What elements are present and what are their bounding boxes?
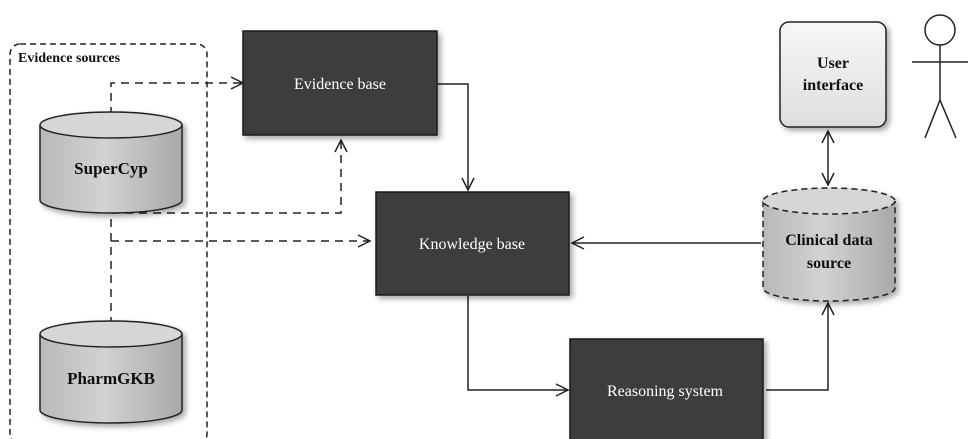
supercyp-cylinder-body	[39, 125, 183, 214]
arrowhead-reasoning	[555, 383, 570, 397]
knowledge-base-label: Knowledge base	[419, 236, 525, 253]
user-interface-node: User interface	[779, 21, 887, 128]
arrowhead-evidence-from-pharmgkb	[334, 138, 348, 153]
clinical-label-line1: Clinical data	[785, 232, 873, 249]
user-interface-label-line1: User	[817, 55, 849, 72]
user-left-leg	[924, 99, 941, 139]
evidence-base-label: Evidence base	[294, 76, 386, 93]
user-interface-label-line2: interface	[803, 77, 863, 94]
pharmgkb-database: PharmGKB	[39, 320, 183, 424]
evidence-base-box	[242, 30, 438, 136]
edge-evidence-knowledge	[437, 83, 469, 190]
user-interface-box	[779, 21, 887, 128]
edge-pharmgkb-evidence	[110, 140, 342, 241]
reasoning-system-label: Reasoning system	[607, 383, 724, 400]
edge-knowledge-reasoning	[467, 296, 568, 391]
evidence-sources-title: Evidence sources	[18, 51, 121, 66]
arrowhead-knowledge-from-clinical	[570, 236, 585, 250]
clinical-cylinder-top	[762, 187, 896, 215]
user-figure-icon	[912, 14, 968, 139]
clinical-label-line2: source	[807, 255, 851, 272]
arrowhead-knowledge-from-evidence	[461, 177, 475, 192]
reasoning-system-node: Reasoning system	[569, 338, 764, 439]
evidence-sources-border	[9, 43, 208, 439]
supercyp-label: SuperCyp	[74, 159, 148, 178]
pharmgkb-cylinder-body	[39, 334, 183, 424]
user-head	[924, 14, 956, 46]
supercyp-cylinder-top	[39, 111, 183, 139]
evidence-sources-group: Evidence sources	[9, 43, 208, 439]
arrowhead-ui	[821, 129, 835, 144]
supercyp-database: SuperCyp	[39, 111, 183, 214]
arrowhead-knowledge-from-pharmgkb	[357, 234, 372, 248]
user-right-leg	[939, 99, 957, 139]
pharmgkb-cylinder-top	[39, 320, 183, 348]
knowledge-base-box	[375, 191, 570, 296]
evidence-base-node: Evidence base	[242, 30, 438, 136]
connectors	[110, 76, 835, 397]
knowledge-base-node: Knowledge base	[375, 191, 570, 296]
edge-reasoning-clinical	[766, 303, 829, 391]
edge-pharmgkb-knowledge	[110, 240, 370, 325]
arrowhead-clinical-from-ui	[821, 172, 835, 187]
pharmgkb-label: PharmGKB	[67, 369, 155, 388]
reasoning-system-box	[569, 338, 764, 439]
clinical-cylinder-body	[762, 201, 896, 302]
arrowhead-clinical-from-reasoning	[821, 301, 835, 316]
clinical-data-source-node: Clinical data source	[762, 187, 896, 302]
edge-supercyp-evidence	[110, 82, 243, 115]
